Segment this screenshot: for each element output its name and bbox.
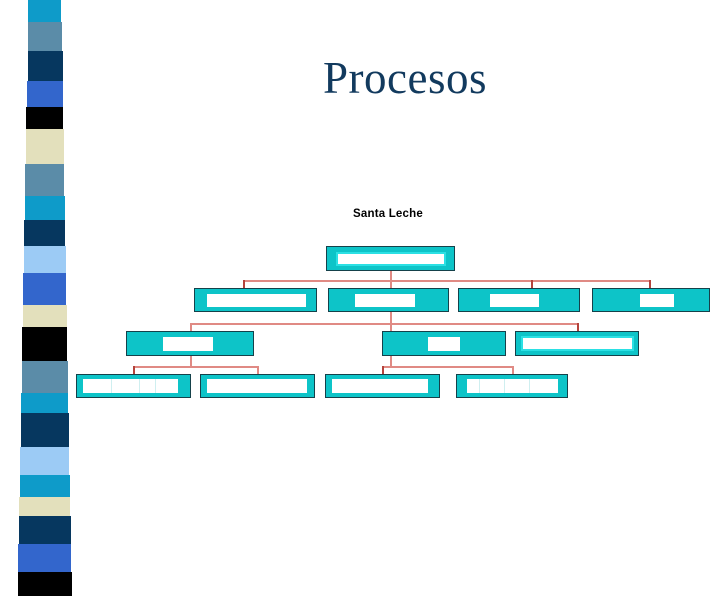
org-chart-node[interactable] [326,246,455,271]
org-chart-field-divider [479,379,480,393]
stripe-band [18,544,71,572]
org-chart-connector [512,366,514,375]
org-chart-node-label-field [207,379,307,393]
org-chart-connector [190,356,192,366]
org-chart-node-label-field [336,252,446,266]
stripe-band [19,516,71,544]
stripe-band [20,475,70,497]
org-chart-connector [531,280,533,289]
org-chart-connector [390,356,392,366]
org-chart-node-label-field [355,294,415,307]
org-chart-node-label-field [490,294,539,307]
org-chart-node[interactable] [200,374,315,398]
org-chart-connector [257,366,259,375]
left-color-stripe [0,0,90,596]
org-chart-node-label-field [332,379,428,393]
stripe-band [23,273,66,305]
org-chart-connector [190,323,577,325]
page-title: Procesos [323,53,487,103]
stripe-band [22,327,67,361]
stripe-band [26,107,63,129]
stripe-band [21,393,68,413]
org-chart-node[interactable] [515,331,639,356]
org-chart: Santa Leche [76,208,710,398]
org-chart-connector [243,280,245,289]
stripe-band [24,220,65,246]
org-chart-connector [390,271,392,281]
org-chart-node[interactable] [382,331,506,356]
org-chart-connector [390,323,392,332]
org-chart-node[interactable] [328,288,449,312]
org-chart-connector [382,366,384,375]
org-chart-node[interactable] [458,288,580,312]
stripe-band [23,305,67,327]
org-chart-connector [390,312,392,323]
stripe-band [26,129,64,164]
org-chart-connector [390,280,392,289]
stripe-band [24,246,66,273]
org-chart-connector [382,366,512,368]
org-chart-node[interactable] [194,288,317,312]
org-chart-connector [577,323,579,332]
org-chart-field-divider [111,379,112,393]
stripe-band [28,0,61,22]
org-chart-node[interactable] [592,288,710,312]
stripe-band [27,81,63,107]
stripe-band [22,361,68,393]
org-chart-caption: Santa Leche [353,208,423,220]
stripe-band [18,572,72,596]
stripe-band [25,164,64,196]
stripe-band [19,497,70,516]
org-chart-node[interactable] [126,331,254,356]
stripe-band [28,22,62,51]
stripe-band [20,447,69,475]
org-chart-node-label-field [467,379,558,393]
org-chart-connector [649,280,651,289]
org-chart-node-label-field [163,337,213,351]
stripe-band [25,196,65,220]
stripe-band [28,51,63,81]
org-chart-connector [133,366,135,375]
org-chart-node-label-field [640,294,674,307]
org-chart-node[interactable] [76,374,191,398]
stripe-band [21,413,69,447]
org-chart-connector [133,366,257,368]
org-chart-field-divider [155,379,156,393]
org-chart-node[interactable] [456,374,568,398]
org-chart-node[interactable] [325,374,440,398]
org-chart-node-label-field [83,379,178,393]
org-chart-node-label-field [207,294,306,307]
org-chart-field-divider [504,379,505,393]
org-chart-connector [243,280,650,282]
org-chart-field-divider [139,379,140,393]
org-chart-connector [190,323,192,332]
org-chart-field-divider [529,379,530,393]
org-chart-node-label-field [521,336,634,351]
org-chart-node-label-field [428,337,460,351]
